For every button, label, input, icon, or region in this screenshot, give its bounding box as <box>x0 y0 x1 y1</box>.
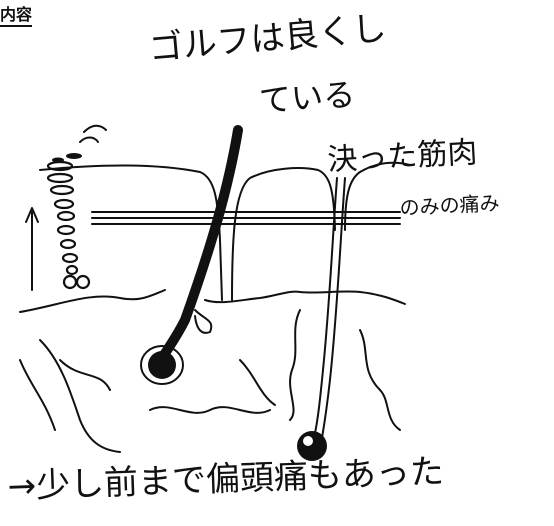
section-heading: 内容 <box>0 6 33 27</box>
cell-oval <box>49 184 75 196</box>
hair-bulb-right-inner <box>303 436 313 446</box>
cell-circle <box>75 274 91 290</box>
note-line-2: ている <box>258 75 356 120</box>
cell-oval <box>53 198 75 210</box>
cell-oval-filled <box>52 157 64 163</box>
cell-oval <box>61 252 79 264</box>
skin-surface-line-3 <box>344 161 411 231</box>
cell-circle <box>62 274 78 290</box>
cell-oval <box>59 238 77 250</box>
vessel-branch <box>239 359 276 406</box>
note-line-1: ゴルフは良くし <box>147 8 388 69</box>
note-line-4: のみの痛み <box>399 191 500 220</box>
bubble-mark <box>83 124 107 133</box>
hair-shaft-right-2 <box>321 177 346 439</box>
vessel-branch <box>149 406 271 414</box>
hair-bulb-left <box>148 351 176 379</box>
cell-oval <box>65 264 79 276</box>
dermis-boundary-2 <box>204 290 406 305</box>
note-bottom: →少し前まで偏頭痛もあった <box>7 452 445 507</box>
skin-surface-line-2 <box>231 167 336 301</box>
dermis-boundary <box>19 289 166 313</box>
vessel-branch <box>289 309 301 421</box>
vessel-branch <box>39 339 121 453</box>
hair-shaft-right <box>313 177 338 439</box>
vessel-branch <box>59 359 111 391</box>
vessel-branch <box>19 359 56 431</box>
sebaceous-gland <box>194 309 213 334</box>
note-line-3: 決った筋肉 <box>327 135 479 178</box>
vessel-branch <box>359 329 401 431</box>
up-arrow-head <box>25 207 39 223</box>
cell-oval <box>46 172 74 184</box>
hair-bulb-left-ring <box>140 345 184 385</box>
cell-oval-filled <box>66 153 82 159</box>
cell-oval <box>56 210 76 222</box>
bubble-mark <box>79 136 99 143</box>
cell-oval <box>56 224 76 236</box>
